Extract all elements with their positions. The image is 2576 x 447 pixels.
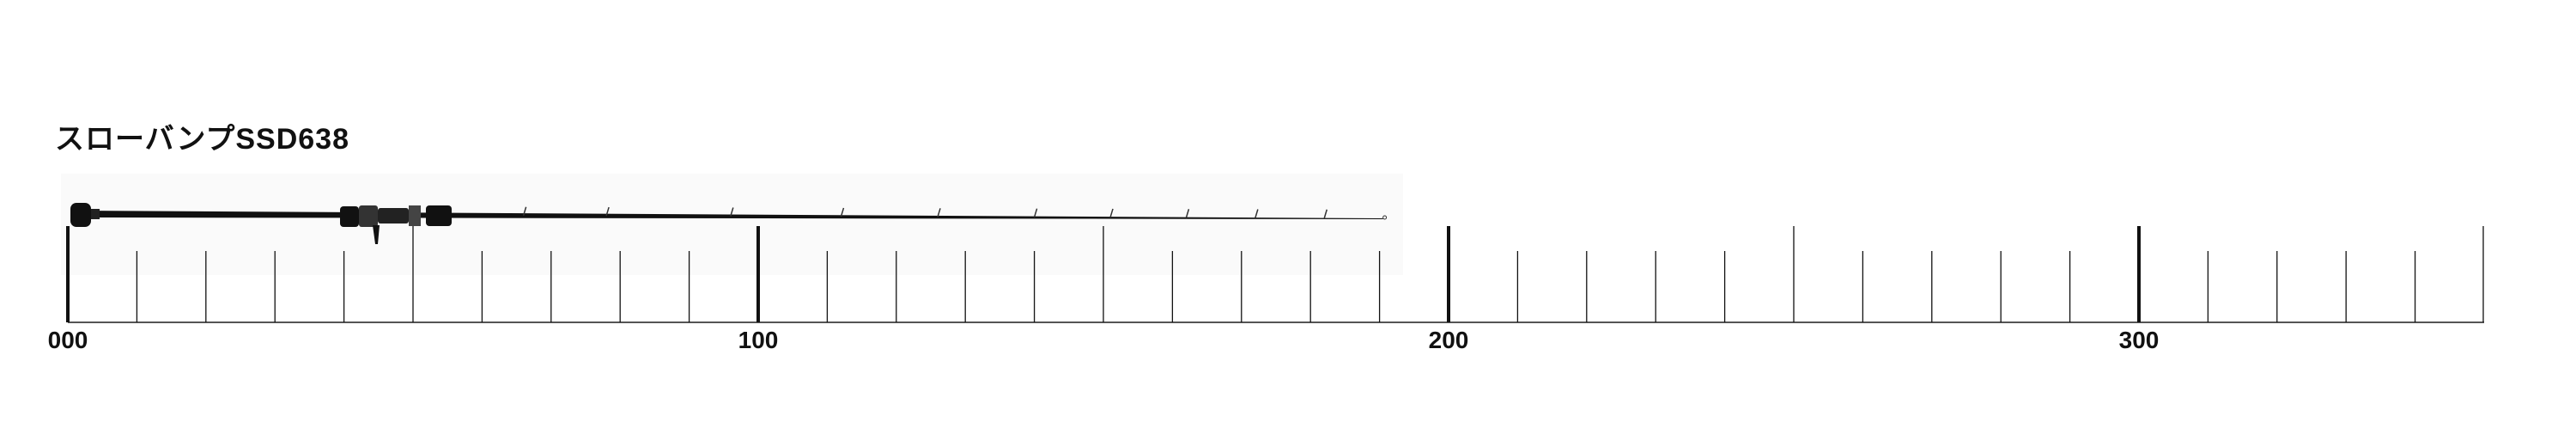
- rod-guide: [730, 207, 734, 217]
- rod-guide: [1185, 209, 1190, 218]
- rod-guide: [1323, 209, 1327, 218]
- ruler-label-300: 300: [2118, 327, 2160, 353]
- ruler-label-100: 100: [738, 327, 779, 353]
- ruler-label-200: 200: [1428, 327, 1469, 353]
- reel-seat-trigger: [373, 225, 380, 244]
- rod-guide: [1109, 208, 1114, 218]
- fore-grip: [426, 205, 452, 226]
- rod-guide: [605, 206, 610, 217]
- reel-seat-hood: [409, 205, 421, 226]
- rod-tip-guide: [1382, 215, 1388, 220]
- rod-guide: [1255, 209, 1259, 218]
- ruler-label-000: 000: [47, 327, 88, 353]
- reel-seat-body: [378, 208, 409, 224]
- rod-guide: [522, 206, 527, 216]
- rear-grip: [340, 206, 359, 227]
- reel-seat: [359, 205, 378, 227]
- butt-cap: [70, 203, 91, 227]
- rod-guide: [840, 207, 845, 217]
- rod-guide: [1033, 208, 1038, 217]
- rod-guide: [937, 208, 941, 217]
- butt-collar: [91, 209, 100, 219]
- product-title: スローバンプSSD638: [55, 123, 349, 156]
- rod-photo-background: [61, 174, 1403, 275]
